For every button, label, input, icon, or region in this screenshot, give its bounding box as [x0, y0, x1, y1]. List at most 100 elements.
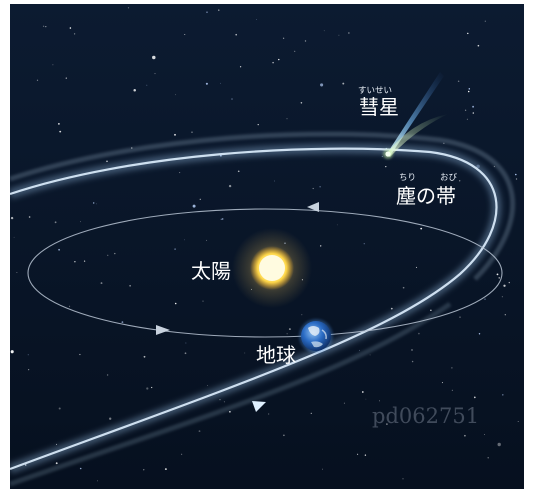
star: [361, 391, 364, 393]
star: [199, 198, 201, 200]
star: [54, 221, 57, 224]
star: [42, 25, 45, 27]
star: [97, 480, 98, 482]
star: [484, 20, 486, 22]
star: [174, 302, 177, 305]
star: [272, 349, 274, 351]
star: [464, 109, 467, 111]
watermark: pd062751: [372, 404, 480, 428]
star: [274, 180, 275, 182]
star: [464, 434, 466, 437]
star: [181, 453, 183, 455]
star: [487, 457, 489, 459]
star: [56, 443, 58, 445]
star: [106, 374, 109, 376]
star: [502, 394, 504, 396]
star: [179, 172, 181, 174]
star: [312, 187, 314, 190]
star: [451, 389, 453, 391]
star: [508, 281, 510, 284]
star: [418, 332, 420, 335]
star: [342, 82, 345, 85]
star: [69, 305, 71, 307]
solar-system-diagram: [10, 4, 524, 489]
star: [379, 400, 380, 402]
star: [146, 84, 148, 86]
star: [73, 33, 76, 35]
star: [80, 221, 81, 223]
comet-label: 彗星: [359, 95, 399, 119]
star: [10, 216, 14, 220]
orbit-arrow-bottom-icon: [156, 325, 170, 335]
star: [402, 286, 405, 289]
star: [338, 34, 340, 36]
star: [133, 88, 136, 92]
star: [478, 333, 481, 335]
star: [107, 254, 109, 256]
star: [74, 261, 76, 263]
star: [164, 468, 167, 471]
dust-trail-label: 塵の帯: [396, 184, 456, 208]
star: [244, 352, 246, 354]
star: [129, 285, 131, 287]
star: [183, 239, 185, 241]
star: [430, 309, 432, 311]
star: [92, 202, 95, 204]
star: [206, 11, 208, 14]
star: [322, 468, 323, 470]
star: [228, 184, 232, 188]
star: [272, 61, 274, 64]
star: [222, 218, 224, 220]
star: [114, 252, 116, 255]
star: [357, 453, 359, 455]
star: [58, 248, 60, 251]
star: [152, 55, 156, 60]
star: [100, 282, 103, 285]
star: [219, 399, 221, 401]
comet-ruby: すいせい: [358, 86, 393, 96]
star: [300, 102, 303, 104]
star: [369, 354, 371, 356]
star: [319, 186, 321, 188]
star: [472, 105, 475, 108]
star: [55, 462, 58, 465]
star: [477, 44, 480, 47]
star: [16, 272, 18, 273]
sun-label: 太陽: [191, 259, 231, 283]
star: [36, 79, 39, 81]
star: [237, 170, 240, 173]
star: [268, 413, 270, 415]
star: [198, 430, 201, 432]
star: [498, 277, 500, 279]
star: [278, 58, 280, 61]
star: [13, 236, 15, 238]
star: [143, 355, 146, 358]
star: [205, 82, 208, 85]
star: [441, 382, 443, 384]
star: [501, 296, 503, 298]
star: [497, 442, 501, 447]
star: [301, 314, 303, 316]
star: [503, 284, 506, 287]
star: [218, 9, 220, 11]
star: [468, 88, 471, 90]
star: [10, 350, 14, 354]
orbit-arrow-top-icon: [307, 202, 319, 212]
star: [59, 130, 62, 133]
star: [294, 50, 296, 52]
star: [484, 298, 486, 300]
star: [79, 353, 81, 356]
earth-label: 地球: [256, 343, 296, 367]
star: [206, 239, 208, 241]
star: [65, 77, 67, 79]
star: [257, 124, 259, 126]
star: [28, 216, 31, 218]
star: [466, 118, 468, 120]
star: [381, 155, 383, 158]
star: [192, 204, 196, 208]
star: [467, 32, 469, 35]
star: [106, 160, 108, 163]
star: [184, 352, 187, 355]
star: [390, 307, 393, 310]
